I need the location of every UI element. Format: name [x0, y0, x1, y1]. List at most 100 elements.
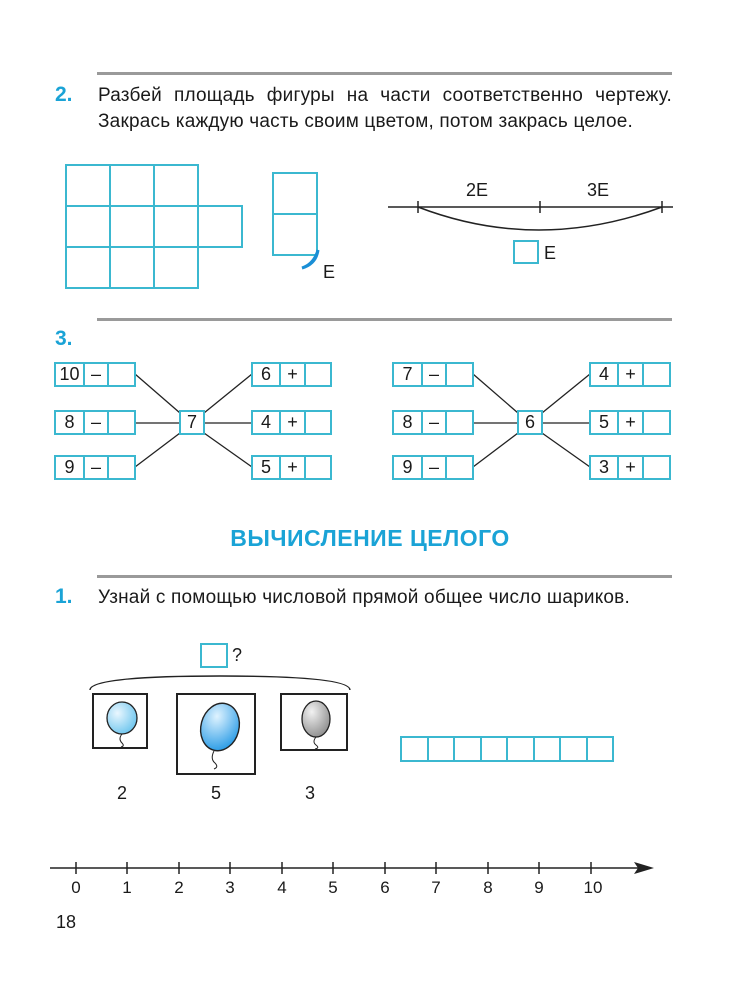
balloon-box-3: [280, 693, 348, 751]
expr-operator: –: [421, 457, 445, 478]
center-number-2: 6: [517, 410, 543, 435]
number-line-label-6: 6: [380, 878, 390, 897]
task2-rule: [97, 72, 672, 75]
answer-cell[interactable]: [642, 412, 669, 433]
answer-strip-cell[interactable]: [588, 738, 613, 760]
answer-strip-cell[interactable]: [455, 738, 482, 760]
answer-strip: [400, 736, 614, 762]
segment-diagram: [388, 201, 673, 231]
expr-number: 9: [402, 457, 413, 477]
balloon-count-2: 5: [211, 783, 222, 803]
expr-number: 6: [260, 364, 271, 384]
center-value: 7: [186, 412, 197, 432]
number-line: [50, 862, 654, 874]
number-line-label-10: 10: [583, 878, 603, 897]
answer-strip-cell[interactable]: [535, 738, 561, 760]
balloon-icon: [106, 701, 138, 748]
number-line-label-8: 8: [483, 878, 493, 897]
expr-operator: +: [617, 412, 642, 433]
balloon-icon: [301, 700, 331, 750]
answer-cell[interactable]: [445, 412, 472, 433]
answer-cell[interactable]: [107, 364, 134, 385]
task2-number: 2.: [55, 83, 73, 106]
answer-cell[interactable]: [304, 364, 330, 385]
answer-cell[interactable]: [445, 364, 472, 385]
unit-square[interactable]: [513, 240, 539, 264]
expr-left-2-2: 8 –: [392, 410, 474, 435]
expr-operator: –: [421, 412, 445, 433]
expr-right-1-2: 4 +: [251, 410, 332, 435]
task2-grid-figure: [65, 164, 243, 289]
balloon-count-3: 3: [305, 783, 316, 803]
number-line-label-3: 3: [225, 878, 235, 897]
expr-right-2-1: 4 +: [589, 362, 671, 387]
expr-number: 4: [598, 364, 609, 384]
expr-number: 5: [260, 457, 271, 477]
task3-connectors: [134, 373, 591, 468]
expr-right-1-1: 6 +: [251, 362, 332, 387]
number-line-label-5: 5: [328, 878, 338, 897]
expr-right-2-2: 5 +: [589, 410, 671, 435]
expr-number: 8: [64, 412, 75, 432]
balloon-box-2: [176, 693, 256, 775]
balloon-box-1: [92, 693, 148, 749]
expr-number: 9: [64, 457, 75, 477]
expr-left-1-2: 8 –: [54, 410, 136, 435]
expr-operator: –: [83, 457, 107, 478]
expr-operator: –: [83, 412, 107, 433]
total-answer-box[interactable]: [200, 643, 228, 668]
center-number-1: 7: [179, 410, 205, 435]
task1-rule: [97, 575, 672, 578]
answer-strip-cell[interactable]: [429, 738, 455, 760]
task2-text: Разбей площадь фигуры на части соответст…: [98, 85, 672, 132]
expr-left-1-1: 10 –: [54, 362, 136, 387]
answer-strip-cell[interactable]: [482, 738, 508, 760]
segment-label-3e: 3Е: [587, 180, 610, 200]
number-line-label-2: 2: [174, 878, 184, 897]
question-mark: ?: [232, 645, 243, 665]
expr-number: 3: [598, 457, 609, 477]
answer-cell[interactable]: [107, 412, 134, 433]
center-value: 6: [524, 412, 535, 432]
expr-left-1-3: 9 –: [54, 455, 136, 480]
expr-number: 5: [598, 412, 609, 432]
task1-text: Узнай с помощью числовой прямой общее чи…: [98, 587, 630, 608]
expr-left-2-3: 9 –: [392, 455, 474, 480]
answer-strip-cell[interactable]: [402, 738, 429, 760]
answer-strip-cell[interactable]: [508, 738, 535, 760]
answer-cell[interactable]: [445, 457, 472, 478]
task2-unit-label-2: Е: [544, 243, 557, 263]
expr-operator: +: [617, 364, 642, 385]
balloon-count-1: 2: [117, 783, 128, 803]
number-line-label-1: 1: [122, 878, 132, 897]
task2-unit-column: [272, 172, 320, 270]
answer-cell[interactable]: [304, 457, 330, 478]
balloon-icon: [199, 702, 241, 770]
task3-number: 3.: [55, 327, 73, 350]
expr-left-2-1: 7 –: [392, 362, 474, 387]
task3-rule: [97, 318, 672, 321]
expr-right-2-3: 3 +: [589, 455, 671, 480]
expr-operator: +: [279, 412, 304, 433]
answer-cell[interactable]: [642, 457, 669, 478]
task2-unit-label-1: Е: [323, 262, 336, 282]
balloons-brace: [89, 675, 351, 691]
expr-number: 10: [59, 364, 80, 384]
expr-right-1-3: 5 +: [251, 455, 332, 480]
expr-number: 8: [402, 412, 413, 432]
expr-number: 7: [402, 364, 413, 384]
expr-operator: –: [83, 364, 107, 385]
answer-strip-cell[interactable]: [561, 738, 588, 760]
number-line-label-0: 0: [71, 878, 81, 897]
answer-cell[interactable]: [304, 412, 330, 433]
answer-cell[interactable]: [107, 457, 134, 478]
section-heading: ВЫЧИСЛЕНИЕ ЦЕЛОГО: [230, 525, 510, 551]
expr-number: 4: [260, 412, 271, 432]
page-number: 18: [56, 912, 77, 932]
expr-operator: +: [279, 457, 304, 478]
segment-label-2e: 2Е: [466, 180, 489, 200]
number-line-label-9: 9: [534, 878, 544, 897]
expr-operator: +: [279, 364, 304, 385]
expr-operator: +: [617, 457, 642, 478]
answer-cell[interactable]: [642, 364, 669, 385]
